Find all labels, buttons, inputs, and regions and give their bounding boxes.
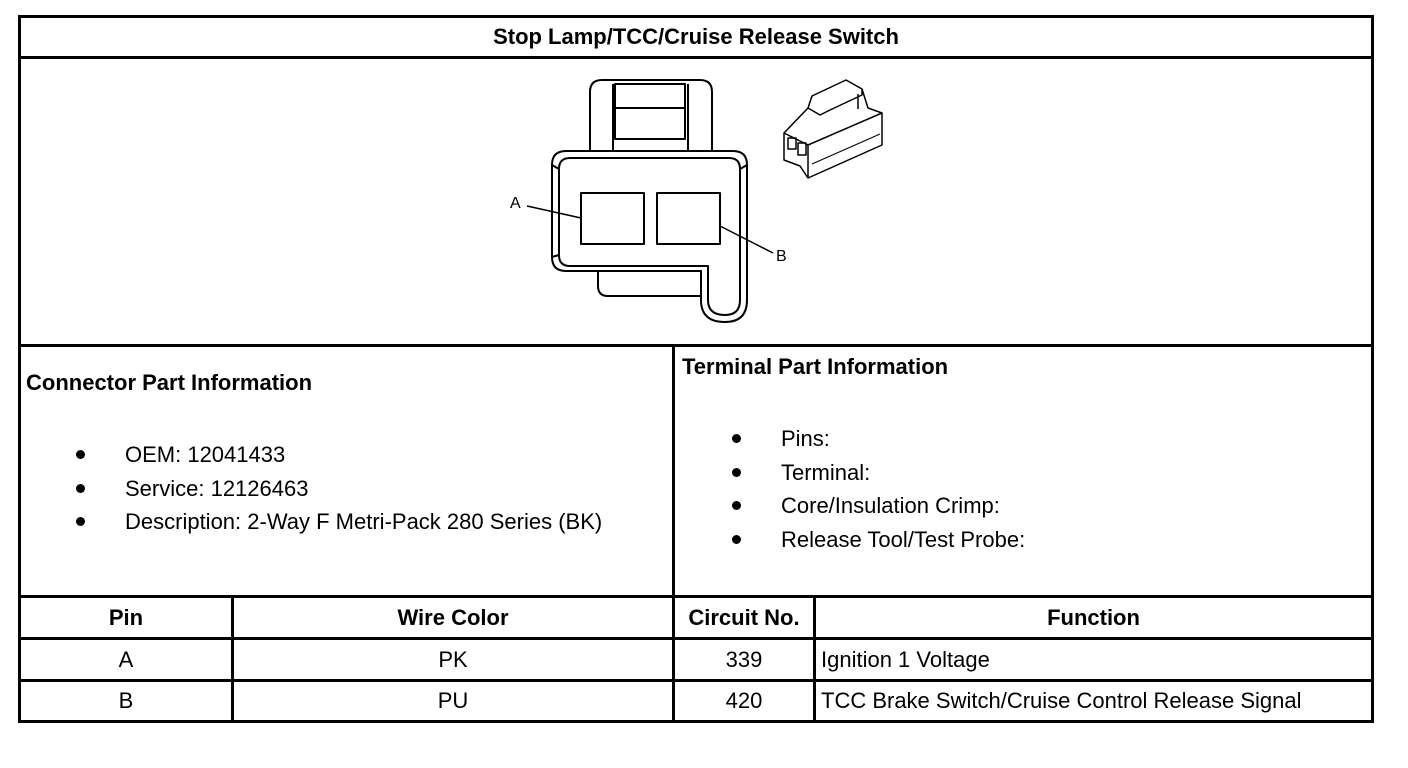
bullet-icon (732, 534, 741, 544)
cell-function: Ignition 1 Voltage (821, 646, 990, 672)
header-pin: Pin (108, 604, 144, 630)
divider-table-header (18, 637, 1374, 640)
connector-info-item: OEM: 12041433 (76, 438, 602, 472)
connector-diagram: A B (21, 59, 1371, 344)
connector-drawing (526, 79, 883, 323)
terminal-info-heading: Terminal Part Information (682, 354, 949, 379)
divider-info-columns (672, 344, 675, 723)
header-function: Function (1047, 604, 1140, 630)
bullet-icon (732, 467, 741, 477)
cell-wire-color: PK (438, 646, 468, 672)
cavity-label-b: B (776, 248, 787, 265)
bullet-icon (76, 517, 85, 526)
connector-3d-view (783, 79, 883, 179)
header-wire-color: Wire Color (397, 604, 509, 630)
page-title: Stop Lamp/TCC/Cruise Release Switch (493, 24, 899, 49)
divider-title (18, 56, 1374, 59)
terminal-info-list: Pins: Terminal: Core/Insulation Crimp: R… (732, 422, 1025, 556)
connector-housing (551, 150, 748, 323)
divider-col-pin (231, 595, 234, 723)
cell-function: TCC Brake Switch/Cruise Control Release … (821, 688, 1302, 713)
connector-info-heading: Connector Part Information (26, 370, 313, 395)
leader-line-b (719, 225, 774, 254)
bullet-icon (76, 450, 85, 459)
connector-sheet-frame (18, 15, 1374, 723)
terminal-info-item: Release Tool/Test Probe: (732, 523, 1025, 557)
bullet-icon (732, 501, 741, 510)
terminal-info-item: Terminal: (732, 456, 1025, 490)
terminal-info-item: Pins: (732, 422, 1025, 456)
connector-info-item: Service: 12126463 (76, 472, 602, 506)
divider-info (18, 595, 1374, 598)
cell-circuit-no: 420 (725, 688, 763, 713)
connector-info-list: OEM: 12041433 Service: 12126463 Descript… (76, 438, 602, 539)
cell-wire-color: PU (437, 688, 469, 713)
cavity-label-a: A (510, 195, 521, 212)
bullet-icon (76, 483, 85, 493)
divider-row-a (18, 679, 1374, 682)
terminal-info-item: Core/Insulation Crimp: (732, 489, 1025, 523)
cell-circuit-no: 339 (725, 646, 763, 672)
connector-latch (589, 79, 713, 151)
divider-diagram (18, 344, 1374, 347)
bullet-icon (732, 434, 741, 443)
cell-pin: B (118, 688, 134, 713)
leader-line-a (526, 205, 582, 219)
header-circuit-no: Circuit No. (688, 604, 800, 630)
divider-col-circuit (813, 595, 816, 723)
cavity-a (580, 192, 645, 245)
connector-info-item: Description: 2-Way F Metri-Pack 280 Seri… (76, 505, 602, 539)
cell-pin: A (118, 646, 134, 672)
cavity-b (656, 192, 721, 245)
